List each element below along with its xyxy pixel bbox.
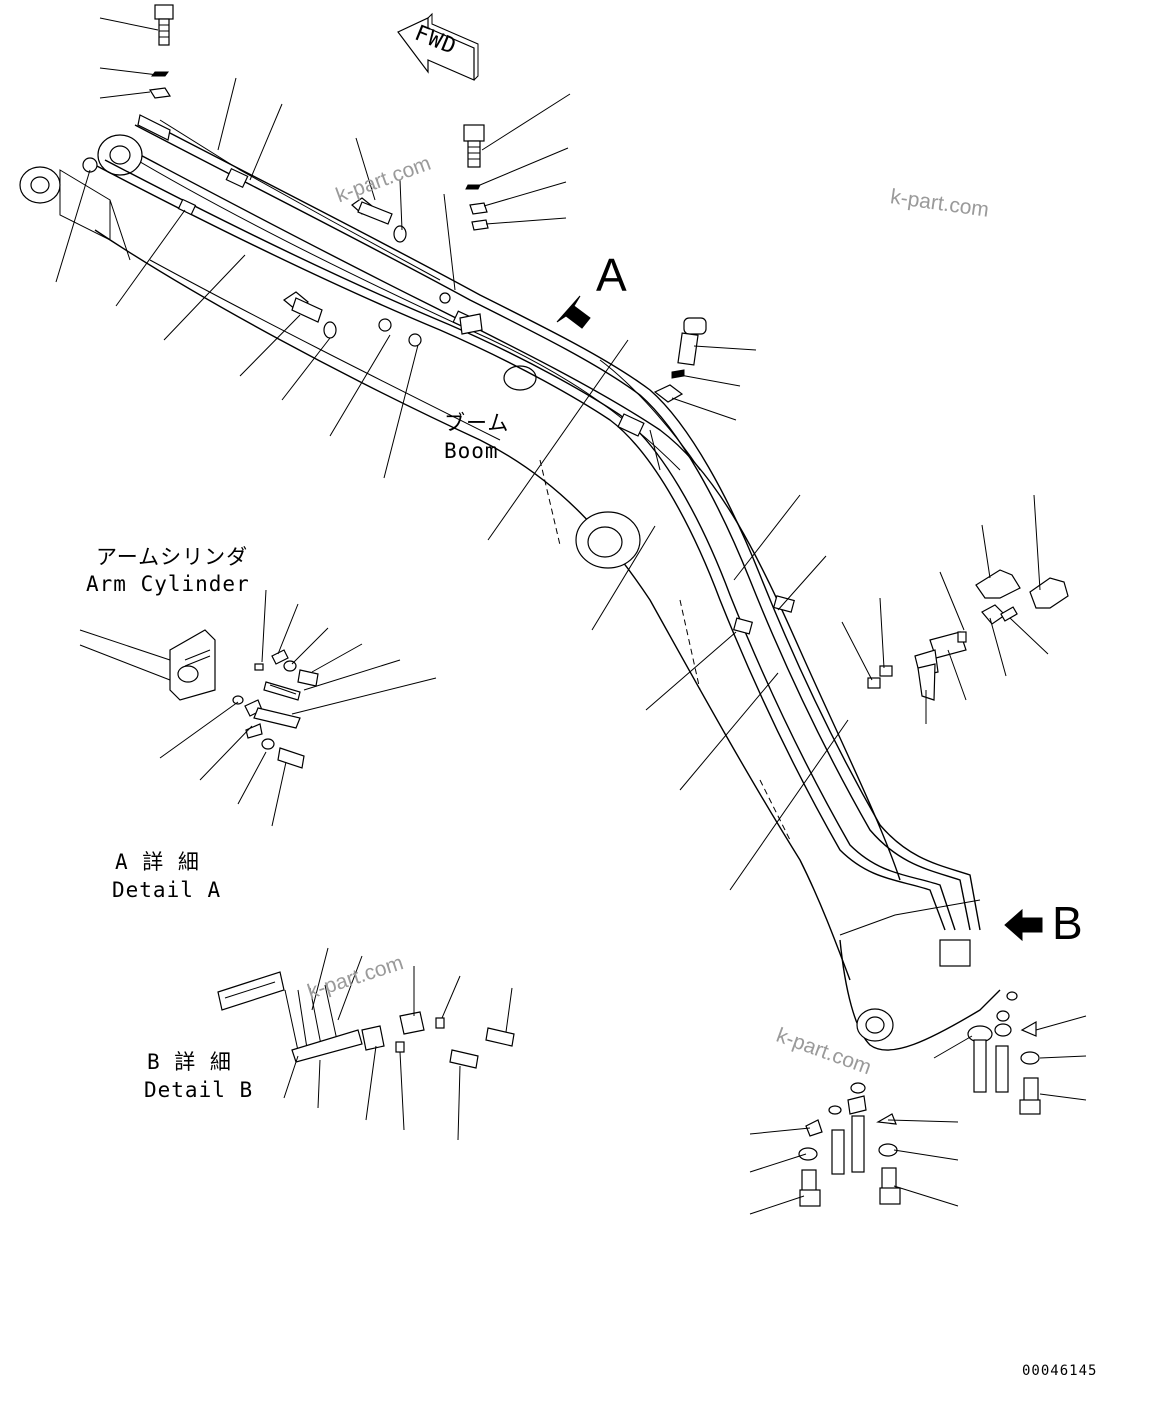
- boom-structure: [19, 134, 1001, 1051]
- hardware-top: [137, 4, 707, 403]
- fwd-arrow: [397, 12, 479, 81]
- detail-b-label-jp: B 詳 細: [147, 1050, 232, 1074]
- hardware-right: [867, 569, 1069, 701]
- hydraulic-tubes: [94, 119, 981, 931]
- detail-b-label-en: Detail B: [144, 1078, 254, 1102]
- detail-a-label-en: Detail A: [112, 878, 222, 902]
- detail-a-drawing: [79, 629, 319, 769]
- view-a-label: A: [596, 249, 627, 301]
- view-b-label: B: [1052, 897, 1083, 949]
- detail-b-drawing: [217, 971, 515, 1069]
- detail-a-label-jp: A 詳 細: [115, 850, 200, 874]
- boom-label-jp: ブーム: [444, 411, 510, 435]
- boom-label-en: Boom: [444, 439, 499, 463]
- tube-clamps: [82, 157, 971, 967]
- view-a-arrow: [556, 295, 591, 329]
- view-b-arrow: [1004, 908, 1043, 942]
- leader-lines: [55, 17, 1087, 1215]
- arm-cylinder-label-jp: アームシリンダ: [96, 545, 249, 569]
- drawing-number: 00046145: [1022, 1363, 1098, 1379]
- arm-cylinder-label-en: Arm Cylinder: [86, 572, 250, 596]
- hardware-bottom-right: [798, 991, 1041, 1207]
